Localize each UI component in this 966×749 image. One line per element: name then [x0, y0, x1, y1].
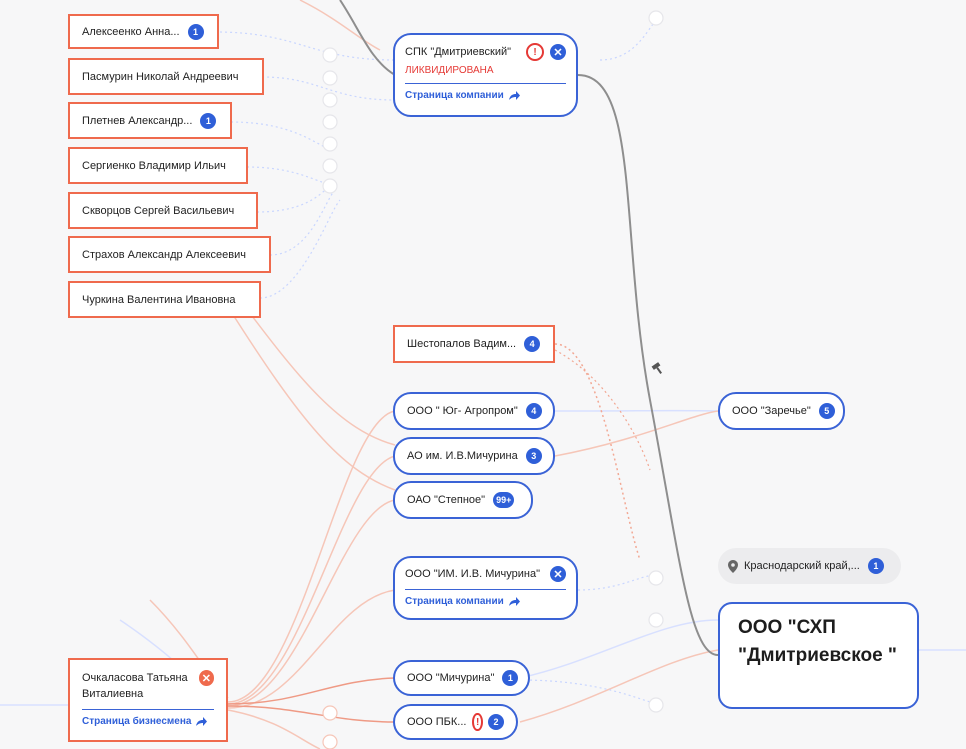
company-name: ООО "Мичурина" [407, 672, 495, 684]
divider [82, 709, 214, 710]
arrow-share-icon [508, 596, 520, 606]
location-pin-icon [728, 559, 738, 573]
company-card-spk-dmitrievsky[interactable]: СПК "Дмитриевский" ! ✕ ЛИКВИДИРОВАНА Стр… [393, 33, 578, 117]
person-node-churkina[interactable]: Чуркина Валентина Ивановна [68, 281, 261, 318]
company-node-stepnoe[interactable]: ОАО "Степное" 99+ [393, 481, 533, 519]
person-name: Сергиенко Владимир Ильич [82, 159, 226, 172]
remove-icon[interactable]: ✕ [550, 44, 566, 60]
person-node-pasmurin[interactable]: Пасмурин Николай Андреевич [68, 58, 264, 95]
count-badge: 1 [867, 558, 884, 574]
person-node-shestopalov[interactable]: Шестопалов Вадим... 4 [393, 325, 555, 363]
person-name: Пасмурин Николай Андреевич [82, 70, 239, 83]
businessman-page-link[interactable]: Страница бизнесмена [82, 716, 214, 727]
divider [405, 589, 566, 590]
company-name: ООО " Юг- Агропром" [407, 405, 518, 417]
divider [405, 83, 566, 84]
person-name: Страхов Александр Алексеевич [82, 248, 246, 261]
gavel-icon [651, 362, 662, 374]
remove-icon[interactable]: ✕ [550, 566, 566, 582]
main-company-name: ООО "СХП "Дмитриевское " [738, 617, 897, 666]
company-page-link[interactable]: Страница компании [405, 90, 566, 101]
person-name: Очкаласова Татьяна Виталиевна [82, 672, 188, 700]
arrow-share-icon [508, 90, 520, 100]
count-badge: 1 [187, 23, 204, 40]
person-name: Скворцов Сергей Васильевич [82, 204, 235, 217]
company-node-michurina[interactable]: ООО "Мичурина" 1 [393, 660, 530, 696]
count-badge: 3 [525, 448, 542, 464]
count-badge: 99+ [493, 492, 515, 508]
region-chip[interactable]: Краснодарский край,... 1 [718, 548, 901, 584]
company-node-yug-agroprom[interactable]: ООО " Юг- Агропром" 4 [393, 392, 555, 430]
person-card-ochkalasova[interactable]: Очкаласова Татьяна Виталиевна ✕ Страница… [68, 658, 228, 742]
company-name: АО им. И.В.Мичурина [407, 450, 518, 462]
person-name: Шестопалов Вадим... [407, 338, 517, 350]
person-name: Плетнев Александр... [82, 114, 193, 127]
count-badge: 1 [502, 670, 519, 686]
company-name: СПК "Дмитриевский" [405, 46, 512, 58]
company-node-pbk[interactable]: ООО ПБК... ! 2 [393, 704, 518, 740]
company-card-im-michurina[interactable]: ООО "ИМ. И.В. Мичурина" ✕ Страница компа… [393, 556, 578, 620]
alert-icon[interactable]: ! [526, 43, 544, 61]
company-name: ООО "ИМ. И.В. Мичурина" [405, 568, 540, 580]
count-badge: 5 [818, 403, 835, 419]
company-name: ООО ПБК... [407, 716, 467, 728]
company-name: ОАО "Степное" [407, 494, 486, 506]
company-page-link[interactable]: Страница компании [405, 596, 566, 607]
person-node-alekseenko[interactable]: Алексеенко Анна... 1 [68, 14, 219, 49]
remove-icon[interactable]: ✕ [198, 670, 214, 686]
company-name: ООО "Заречье" [732, 405, 811, 417]
arrow-share-icon [196, 716, 208, 726]
person-name: Чуркина Валентина Ивановна [82, 293, 236, 306]
person-node-skvortsov[interactable]: Скворцов Сергей Васильевич [68, 192, 258, 229]
count-badge: 2 [488, 714, 504, 730]
company-node-ao-michurina[interactable]: АО им. И.В.Мичурина 3 [393, 437, 555, 475]
person-node-strakhov[interactable]: Страхов Александр Алексеевич [68, 236, 271, 273]
count-badge: 4 [524, 336, 541, 352]
status-liquidated: ЛИКВИДИРОВАНА [405, 65, 494, 76]
region-text: Краснодарский край,... [744, 560, 860, 572]
count-badge: 4 [525, 403, 542, 419]
person-node-pletnev[interactable]: Плетнев Александр... 1 [68, 102, 232, 139]
count-badge: 1 [200, 112, 217, 129]
company-node-zarechye[interactable]: ООО "Заречье" 5 [718, 392, 845, 430]
alert-icon[interactable]: ! [472, 713, 483, 731]
main-company-node[interactable]: ООО "СХП "Дмитриевское " [718, 602, 919, 709]
person-node-sergienko[interactable]: Сергиенко Владимир Ильич [68, 147, 248, 184]
person-name: Алексеенко Анна... [82, 25, 180, 38]
